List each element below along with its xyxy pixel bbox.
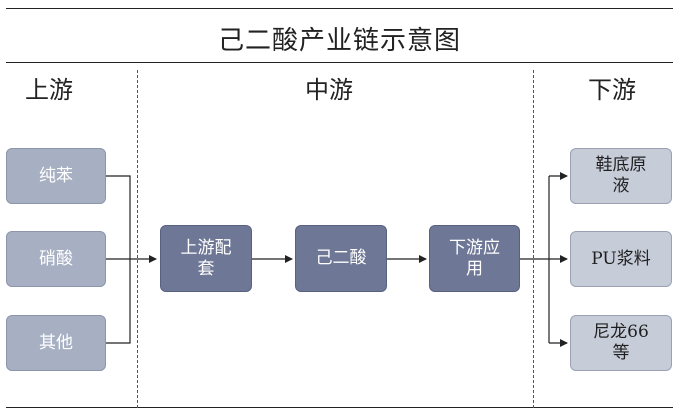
midstream-downstream-application: 下游应用: [429, 225, 520, 292]
midstream-heading: 中游: [305, 76, 353, 104]
downstream-divider: [533, 70, 534, 408]
upstream-item-benzene: 纯苯: [6, 148, 106, 204]
upstream-heading: 上游: [25, 76, 73, 104]
upstream-item-other: 其他: [6, 315, 106, 371]
upstream-divider: [137, 70, 138, 408]
downstream-item-shoe-sole-liquid: 鞋底原液: [570, 148, 672, 204]
title-rule: [6, 62, 673, 63]
downstream-item-nylon66: 尼龙66等: [570, 315, 672, 371]
diagram-title: 己二酸产业链示意图: [217, 26, 461, 56]
bottom-rule: [6, 407, 673, 408]
top-rule: [6, 8, 673, 9]
midstream-upstream-supporting: 上游配套: [160, 225, 252, 292]
upstream-item-nitric-acid: 硝酸: [6, 231, 106, 287]
midstream-adipic-acid: 己二酸: [295, 225, 387, 292]
downstream-heading: 下游: [588, 76, 636, 104]
downstream-item-pu-slurry: PU浆料: [570, 231, 672, 287]
